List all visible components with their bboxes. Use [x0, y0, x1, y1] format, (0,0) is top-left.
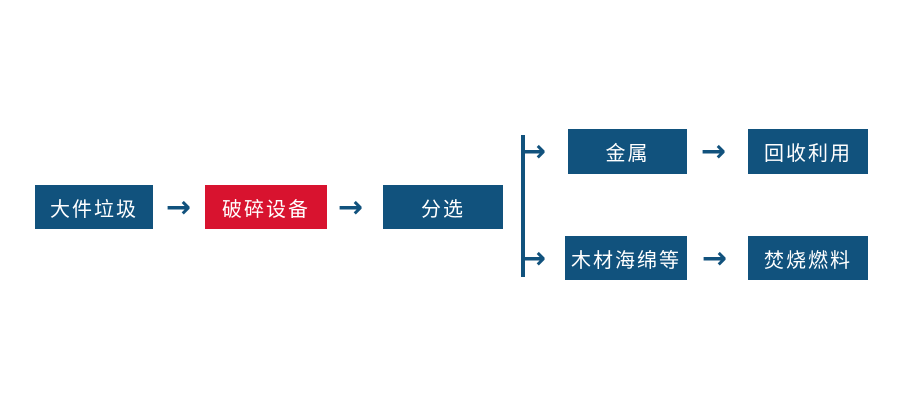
node-incineration-fuel: 焚烧燃料: [748, 236, 868, 280]
node-crushing-equipment: 破碎设备: [205, 185, 327, 229]
arrow-right-icon: →: [521, 134, 547, 169]
node-recycling: 回收利用: [748, 129, 868, 174]
node-bulky-waste: 大件垃圾: [35, 185, 153, 229]
arrow-right-icon: →: [521, 241, 547, 276]
node-metal: 金属: [568, 129, 687, 174]
node-wood-sponge-etc: 木材海绵等: [565, 236, 687, 280]
arrow-right-icon: →: [166, 190, 192, 225]
node-sorting: 分选: [383, 185, 503, 229]
arrow-right-icon: →: [338, 190, 364, 225]
branch-connector-line: [521, 135, 525, 277]
arrow-right-icon: →: [701, 134, 727, 169]
arrow-right-icon: →: [702, 241, 728, 276]
